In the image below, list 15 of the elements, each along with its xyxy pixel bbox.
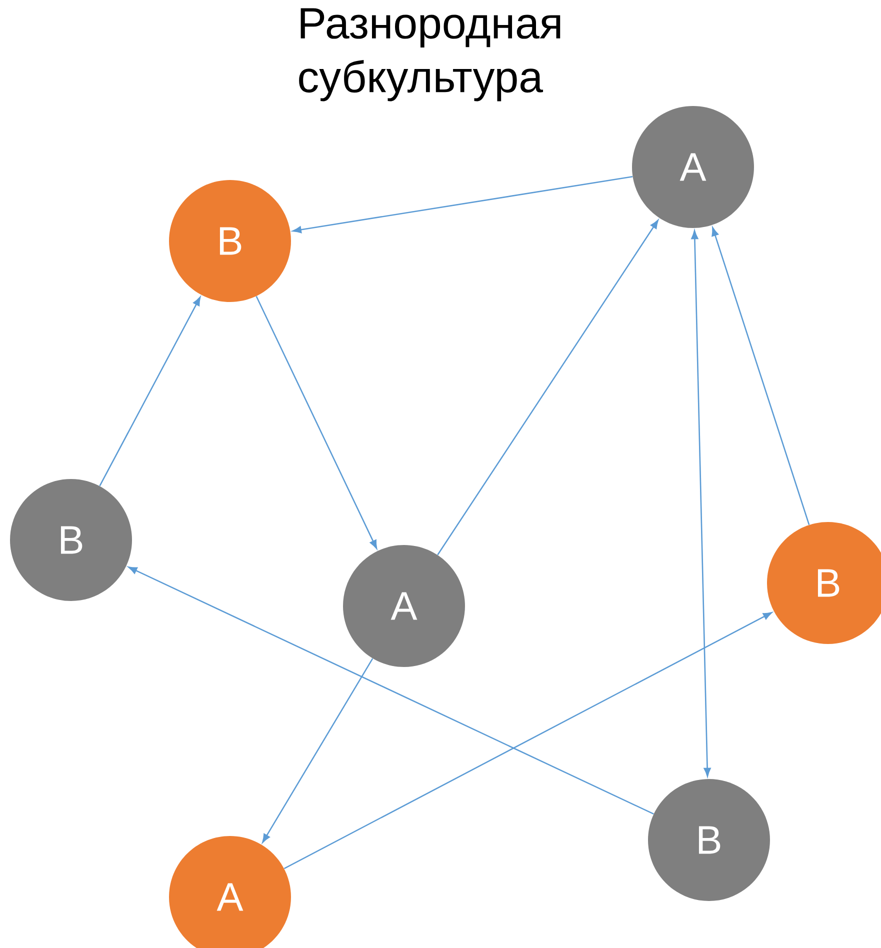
circle-node: A [632,106,754,228]
arrow [712,227,810,525]
arrow [99,296,201,486]
arrow [691,230,711,777]
arrow [256,296,378,549]
arrow [284,612,772,870]
title: Разнородная субкультура [299,8,560,102]
circle-node: B [169,180,291,302]
circle-node: B [10,479,132,601]
arrow [292,176,633,234]
arrow [128,566,654,815]
arrow [437,220,658,556]
arrow [262,658,374,843]
circle-node: B [648,779,770,901]
circle-node: A [343,545,465,667]
